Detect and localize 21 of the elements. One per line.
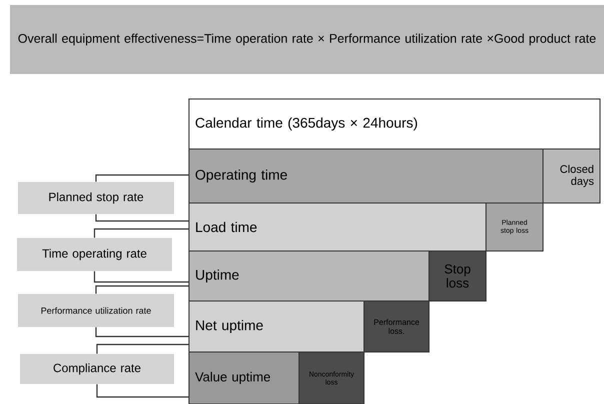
bracket-line [95,327,188,338]
rate-label: Time operating rate [17,238,172,271]
time-bar: Net uptime [188,300,364,352]
bracket-line [95,174,188,182]
bracket-line [94,271,188,283]
bracket-line [94,228,188,238]
loss-bar: Closed days [542,148,600,204]
loss-bar: Performance loss. [364,300,430,352]
rate-label: Performance utilization rate [18,294,174,327]
bracket-line [95,285,188,294]
rate-label: Planned stop rate [18,182,174,214]
loss-bar: Stop loss [428,250,486,302]
time-bar: Value uptime [188,352,300,404]
time-bar: Load time [188,202,486,252]
bracket-line [95,214,188,222]
bracket-line [96,344,188,354]
time-bar: Calendar time (365days × 24hours) [188,98,600,150]
title-banner: Overall equipment effectiveness=Time operation rate × Performance utilization rate ×Good product rate [10,5,604,74]
time-bar: Uptime [188,250,430,302]
rate-label: Compliance rate [20,354,174,384]
bracket-line [96,384,188,398]
